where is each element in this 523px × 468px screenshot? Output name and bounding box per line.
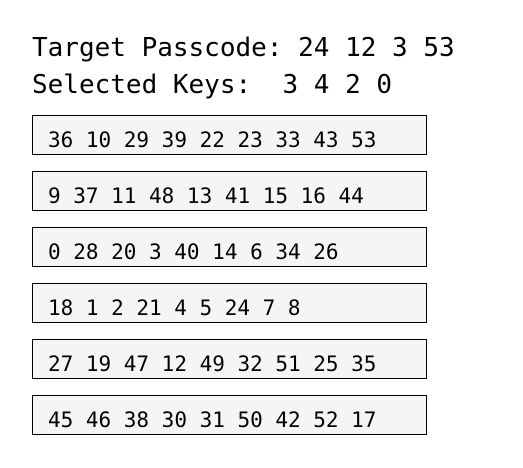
key[interactable]: 33	[275, 128, 301, 152]
key[interactable]: 10	[85, 128, 112, 152]
key[interactable]: 21	[136, 296, 162, 320]
key[interactable]: 51	[275, 352, 301, 376]
key[interactable]: 2	[111, 296, 124, 320]
key-row-2[interactable]: 9 37 11 48 13 41 15 16 44	[32, 171, 427, 211]
selected-keys-line: Selected Keys: 3 4 2 0	[32, 70, 392, 100]
key[interactable]: 32	[237, 352, 263, 376]
key[interactable]: 14	[212, 240, 238, 264]
key[interactable]: 35	[351, 352, 377, 376]
key[interactable]: 41	[224, 184, 251, 208]
key[interactable]: 1	[85, 296, 99, 320]
key-row-5[interactable]: 27 19 47 12 49 32 51 25 35	[32, 339, 427, 379]
key[interactable]: 31	[199, 408, 225, 432]
key[interactable]: 23	[237, 128, 263, 152]
key[interactable]: 5	[199, 296, 213, 320]
key[interactable]: 24	[224, 296, 251, 320]
target-passcode-value: 24 12 3 53	[298, 33, 455, 63]
key[interactable]: 43	[313, 128, 339, 152]
key[interactable]: 48	[149, 184, 175, 208]
key[interactable]: 37	[73, 184, 99, 208]
key[interactable]: 46	[85, 408, 112, 432]
selected-keys-label: Selected Keys:	[32, 70, 252, 100]
key[interactable]: 49	[199, 352, 225, 376]
key[interactable]: 53	[351, 128, 377, 152]
key[interactable]: 34	[275, 240, 301, 264]
key[interactable]: 36	[48, 128, 74, 152]
key[interactable]: 22	[199, 128, 225, 152]
key[interactable]: 52	[313, 408, 339, 432]
key[interactable]: 16	[300, 184, 326, 208]
key-row-3[interactable]: 0 28 20 3 40 14 6 34 26	[32, 227, 427, 267]
key[interactable]: 7	[262, 296, 276, 320]
key[interactable]: 20	[111, 240, 137, 264]
key[interactable]: 45	[48, 408, 74, 432]
target-passcode-label: Target Passcode:	[32, 33, 283, 63]
key[interactable]: 30	[161, 408, 187, 432]
key[interactable]: 12	[161, 352, 187, 376]
key-row-1[interactable]: 36 10 29 39 22 23 33 43 53	[32, 115, 427, 155]
key[interactable]: 11	[111, 184, 137, 208]
key[interactable]: 15	[262, 184, 288, 208]
key[interactable]: 47	[123, 352, 150, 376]
key[interactable]: 39	[161, 128, 187, 152]
key[interactable]: 29	[123, 128, 150, 152]
key[interactable]: 0	[48, 240, 61, 264]
key[interactable]: 26	[313, 240, 339, 264]
key-row-6[interactable]: 45 46 38 30 31 50 42 52 17	[32, 395, 427, 435]
key[interactable]: 42	[275, 408, 301, 432]
key[interactable]: 50	[237, 408, 263, 432]
key[interactable]: 6	[250, 240, 263, 264]
target-passcode-line: Target Passcode: 24 12 3 53	[32, 33, 455, 63]
key[interactable]: 38	[123, 408, 150, 432]
key[interactable]: 9	[48, 184, 61, 208]
key[interactable]: 4	[174, 296, 187, 320]
key[interactable]: 40	[174, 240, 200, 264]
key[interactable]: 18	[48, 296, 74, 320]
key[interactable]: 13	[186, 184, 213, 208]
key[interactable]: 25	[313, 352, 339, 376]
key[interactable]: 28	[73, 240, 99, 264]
key[interactable]: 27	[48, 352, 74, 376]
key[interactable]: 3	[149, 240, 162, 264]
key[interactable]: 17	[351, 408, 377, 432]
key[interactable]: 44	[338, 184, 364, 208]
selected-keys-value: 3 4 2 0	[282, 70, 393, 100]
key[interactable]: 19	[85, 352, 112, 376]
key[interactable]: 8	[287, 296, 301, 320]
